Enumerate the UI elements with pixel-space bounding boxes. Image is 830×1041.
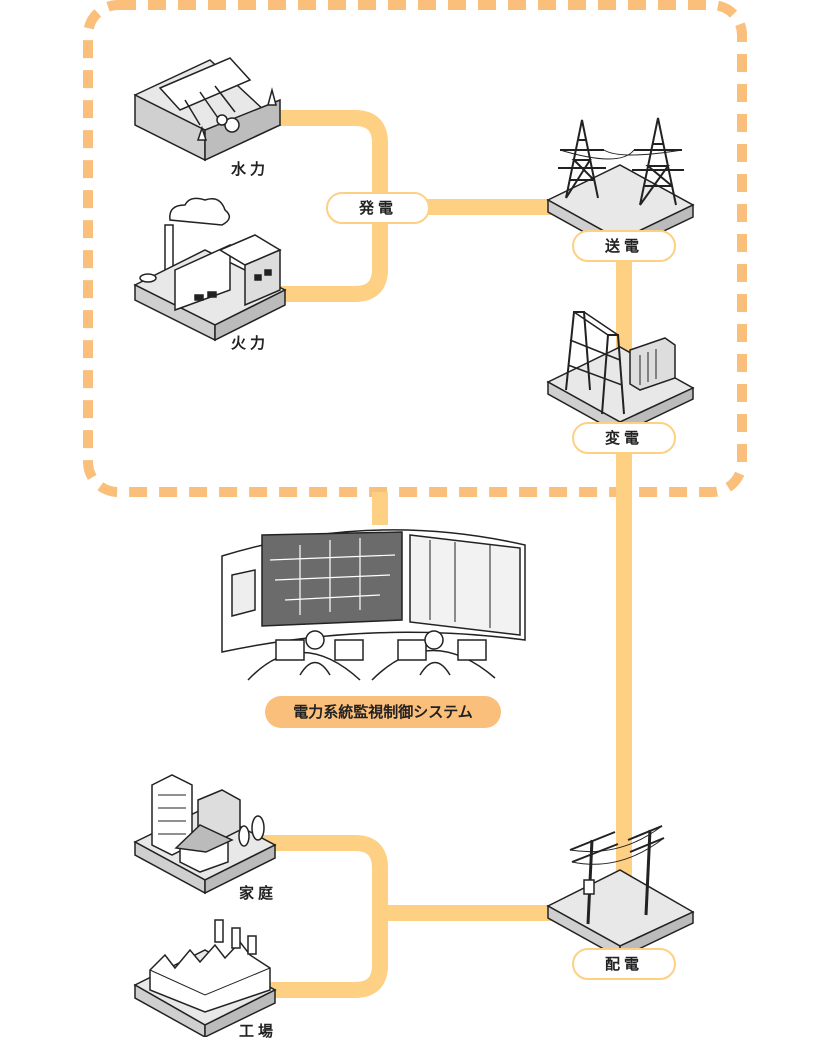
control-system-pill: 電力系統監視制御システム <box>265 696 501 728</box>
hydro-label: 水力 <box>230 160 269 178</box>
house-icon <box>133 774 277 895</box>
substation-pill: 変電 <box>572 422 676 454</box>
control-room-icon <box>221 529 526 681</box>
power-generation-boundary <box>83 0 747 497</box>
hydro-dam-icon <box>133 57 282 162</box>
distribution-pill: 配電 <box>572 948 676 980</box>
transmission-pill: 送電 <box>572 230 676 262</box>
factory-label: 工場 <box>238 1022 277 1040</box>
utility-pole-icon <box>546 825 695 960</box>
home-label: 家庭 <box>238 884 277 902</box>
factory-icon <box>133 919 277 1037</box>
thermal-plant-icon <box>133 197 287 342</box>
generation-pill: 発電 <box>326 192 430 224</box>
thermal-label: 火力 <box>230 334 269 352</box>
